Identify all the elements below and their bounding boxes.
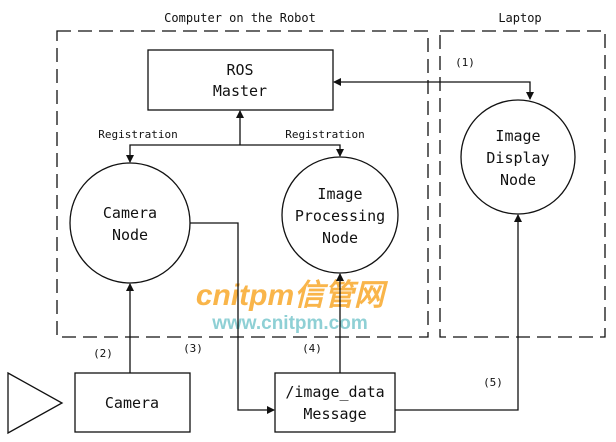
step-4-label: (4) <box>302 342 322 355</box>
message-label: /image_data <box>285 383 384 401</box>
camera-node-label: Node <box>112 226 148 244</box>
camera-label: Camera <box>105 394 159 412</box>
message-box <box>274 372 396 433</box>
master-display-edge <box>333 78 534 100</box>
registration-branch-right <box>240 144 344 157</box>
message-label: Message <box>303 405 366 423</box>
image-display-label: Display <box>486 149 549 167</box>
registration-left-label: Registration <box>98 128 177 141</box>
step-1-label: (1) <box>455 56 475 69</box>
watermark-brand: cnitpm信管网 <box>196 279 388 312</box>
camera-node-circle <box>69 162 191 284</box>
laptop-title: Laptop <box>498 11 541 25</box>
ros-master-label: Master <box>213 82 267 100</box>
image-display-label: Node <box>500 171 536 189</box>
robot-computer-boundary <box>56 30 429 338</box>
ros-master-label: ROS <box>226 61 253 79</box>
image-processing-label: Image <box>317 185 362 203</box>
step-2-label: (2) <box>93 347 113 360</box>
camera-box <box>74 372 191 433</box>
image-processing-label: Node <box>322 229 358 247</box>
laptop-boundary <box>439 30 606 338</box>
registration-right-label: Registration <box>285 128 364 141</box>
node-to-message-edge <box>190 222 275 414</box>
camera-sensor-triangle <box>7 371 64 435</box>
registration-branch-left <box>126 144 240 163</box>
step-3-label: (3) <box>183 342 203 355</box>
camera-node-label: Camera <box>103 204 157 222</box>
image-display-label: Image <box>495 127 540 145</box>
step-5-label: (5) <box>483 376 503 389</box>
robot-title: Computer on the Robot <box>164 11 316 25</box>
watermark-url: www.cnitpm.com <box>211 313 368 334</box>
image-processing-label: Processing <box>295 207 385 225</box>
ros-master-box <box>147 49 334 111</box>
message-to-display-edge <box>395 214 522 411</box>
